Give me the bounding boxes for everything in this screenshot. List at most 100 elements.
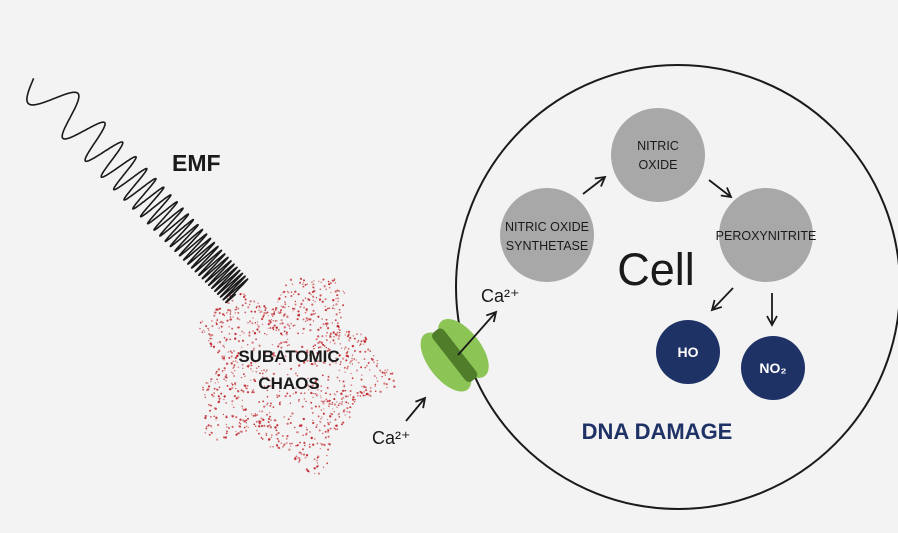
chaos-dot bbox=[250, 364, 253, 367]
chaos-dot bbox=[228, 325, 231, 328]
chaos-dot bbox=[349, 394, 351, 396]
chaos-dot bbox=[274, 426, 277, 429]
chaos-dot bbox=[275, 329, 278, 332]
chaos-dot bbox=[277, 345, 280, 348]
chaos-dot bbox=[338, 290, 341, 292]
chaos-dot bbox=[327, 378, 330, 381]
chaos-dot bbox=[311, 281, 313, 283]
chaos-dot bbox=[201, 386, 205, 389]
chaos-dot bbox=[242, 367, 244, 370]
chaos-dot bbox=[365, 392, 369, 396]
chaos-dot bbox=[347, 330, 350, 333]
chaos-dot bbox=[384, 369, 386, 372]
chaos-dot bbox=[275, 326, 278, 329]
chaos-dot bbox=[327, 280, 330, 283]
chaos-dot bbox=[351, 357, 353, 360]
chaos-dot bbox=[346, 367, 349, 370]
chaos-dot bbox=[260, 436, 263, 439]
chaos-dot bbox=[244, 386, 247, 389]
chaos-dot bbox=[243, 373, 245, 376]
chaos-dot bbox=[339, 402, 341, 405]
chaos-dot bbox=[269, 327, 272, 329]
chaos-dot bbox=[316, 352, 319, 355]
chaos-dot bbox=[261, 410, 264, 413]
chaos-dot bbox=[284, 355, 287, 358]
chaos-dot bbox=[209, 404, 212, 407]
chaos-dot bbox=[211, 320, 213, 322]
chaos-dot bbox=[261, 438, 264, 440]
chaos-dot bbox=[314, 378, 317, 381]
chaos-dot bbox=[237, 340, 241, 343]
chaos-dot bbox=[267, 438, 270, 441]
chaos-dot bbox=[279, 323, 281, 325]
chaos-dot bbox=[288, 344, 290, 346]
chaos-dot bbox=[328, 356, 330, 358]
chaos-dot bbox=[346, 407, 349, 410]
chaos-dot bbox=[287, 338, 289, 341]
chaos-dot bbox=[199, 321, 202, 324]
chaos-dot bbox=[324, 298, 327, 301]
chaos-dot bbox=[250, 379, 252, 381]
chaos-dot bbox=[217, 368, 221, 371]
chaos-dot bbox=[360, 366, 363, 369]
chaos-dot bbox=[266, 395, 269, 398]
chaos-dot bbox=[348, 411, 351, 414]
chaos-dot bbox=[223, 378, 226, 381]
chaos-dot bbox=[237, 366, 240, 369]
chaos-dot bbox=[283, 330, 286, 333]
chaos-dot bbox=[361, 374, 363, 376]
chaos-dot bbox=[313, 357, 316, 360]
chaos-dot bbox=[352, 335, 354, 337]
chaos-dot bbox=[237, 432, 240, 435]
chaos-dot bbox=[336, 331, 339, 334]
chaos-dot bbox=[297, 457, 299, 459]
chaos-dot bbox=[336, 428, 338, 430]
chaos-dot bbox=[333, 403, 336, 406]
chaos-dot bbox=[253, 332, 257, 335]
chaos-dot bbox=[234, 382, 237, 385]
chaos-dot bbox=[323, 345, 326, 347]
chaos-dot bbox=[340, 392, 343, 395]
emf-wave bbox=[26, 78, 249, 304]
chaos-dot bbox=[272, 445, 274, 448]
chaos-dot bbox=[217, 423, 220, 427]
chaos-dot bbox=[353, 337, 356, 340]
chaos-dot bbox=[313, 458, 316, 461]
chaos-dot bbox=[235, 308, 238, 311]
chaos-dot bbox=[337, 297, 340, 300]
chaos-dot bbox=[302, 283, 304, 286]
chaos-dot bbox=[347, 355, 350, 358]
chaos-dot bbox=[342, 380, 345, 383]
arrow-nos-to-no bbox=[582, 175, 607, 195]
chaos-dot bbox=[250, 356, 253, 359]
chaos-dot bbox=[334, 418, 337, 422]
chaos-dot bbox=[310, 401, 313, 404]
chaos-dot bbox=[342, 290, 344, 292]
chaos-dot bbox=[305, 320, 307, 322]
chaos-dot bbox=[204, 331, 206, 333]
chaos-dot bbox=[280, 294, 282, 296]
chaos-dot bbox=[330, 332, 333, 335]
chaos-dot bbox=[327, 423, 330, 426]
chaos-dot bbox=[258, 422, 261, 425]
chaos-dot bbox=[321, 318, 323, 320]
chaos-dot bbox=[350, 384, 353, 387]
chaos-dot bbox=[262, 400, 264, 402]
chaos-dot bbox=[204, 414, 207, 418]
chaos-dot bbox=[370, 357, 373, 360]
chaos-dot bbox=[312, 309, 315, 312]
chaos-dot bbox=[319, 421, 322, 424]
chaos-dot bbox=[310, 356, 312, 358]
chaos-dot bbox=[337, 414, 339, 416]
chaos-dot bbox=[233, 394, 237, 398]
chaos-dot bbox=[333, 331, 335, 333]
chaos-dot bbox=[213, 392, 215, 394]
chaos-dot bbox=[255, 370, 258, 373]
chaos-dot bbox=[306, 319, 309, 322]
chaos-dot bbox=[350, 360, 352, 363]
chaos-dot bbox=[319, 299, 321, 302]
chaos-dot bbox=[336, 390, 338, 393]
chaos-dot bbox=[321, 374, 324, 377]
chaos-dot bbox=[237, 396, 240, 399]
